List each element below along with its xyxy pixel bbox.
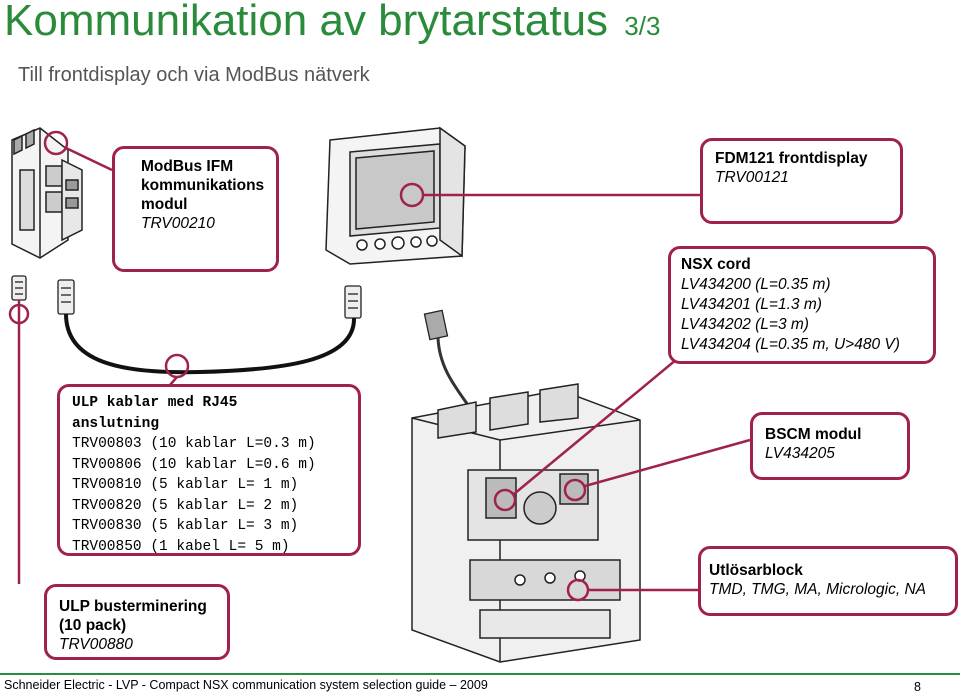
marker-bscm xyxy=(563,478,587,502)
ulp-cable xyxy=(64,313,357,375)
modbus-line1: ModBus IFM xyxy=(141,158,234,175)
ulp-cables-line1: ULP kablar med RJ45 xyxy=(72,395,238,411)
callout-ulp-terminator: ULP busterminering (10 pack) TRV00880 xyxy=(44,584,230,660)
modbus-ref: TRV00210 xyxy=(141,215,215,232)
page-number: 8 xyxy=(914,680,921,694)
ulp-cable-item: TRV00810 (5 kablar L= 1 m) xyxy=(72,477,299,493)
ulp-cable-item: TRV00820 (5 kablar L= 2 m) xyxy=(72,497,299,514)
nsx-cord-item: LV434202 (L=3 m) xyxy=(681,316,809,333)
trip-unit-name: Utlösarblock xyxy=(709,562,803,579)
ulp-cable-item: TRV00850 (1 kabel L= 5 m) xyxy=(72,538,290,555)
bscm-name: BSCM modul xyxy=(765,426,862,443)
callout-modbus-ifm: ModBus IFM kommunikations modul TRV00210 xyxy=(112,146,279,272)
ulp-term-ref: TRV00880 xyxy=(59,636,133,653)
ulp-cable-item: TRV00803 (10 kablar L=0.3 m) xyxy=(72,436,316,452)
title-main: Kommunikation av brytarstatus xyxy=(4,0,609,45)
ulp-cable-item: TRV00806 (10 kablar L=0.6 m) xyxy=(72,456,316,473)
modbus-line2: kommunikations xyxy=(141,177,265,194)
fdm-ref: TRV00121 xyxy=(715,169,789,186)
callout-bscm: BSCM modul LV434205 xyxy=(750,412,910,480)
callout-nsx-cord: NSX cord LV434200 (L=0.35 m) LV434201 (L… xyxy=(668,246,936,364)
modbus-line3: modul xyxy=(141,196,188,213)
circuit-breaker-image xyxy=(411,383,641,663)
rj45-connector-right xyxy=(344,285,362,319)
marker-ifm xyxy=(43,130,69,156)
bscm-ref: LV434205 xyxy=(765,445,835,462)
nsx-cord-item: LV434204 (L=0.35 m, U>480 V) xyxy=(681,336,900,353)
nsx-cord-item: LV434200 (L=0.35 m) xyxy=(681,276,831,293)
ulp-cables-line2: anslutning xyxy=(72,415,160,432)
footer-text: Schneider Electric - LVP - Compact NSX c… xyxy=(4,678,488,692)
nsx-cord-item: LV434201 (L=1.3 m) xyxy=(681,296,822,313)
page-title: Kommunikation av brytarstatus 3/3 xyxy=(4,0,660,46)
fdm121-display-image xyxy=(325,126,466,265)
rj45-connector-left xyxy=(11,275,27,301)
title-page-fraction: 3/3 xyxy=(624,11,661,41)
ulp-term-line2: (10 pack) xyxy=(59,617,127,634)
marker-nsx-cord xyxy=(493,488,517,512)
nsx-cord-name: NSX cord xyxy=(681,256,751,273)
callout-trip-unit: Utlösarblock TMD, TMG, MA, Micrologic, N… xyxy=(698,546,958,616)
footer-rule xyxy=(0,673,960,675)
modbus-ifm-module-image xyxy=(11,127,83,259)
rj45-connector-mid xyxy=(57,279,75,315)
page-subtitle: Till frontdisplay och via ModBus nätverk xyxy=(18,64,370,86)
callout-ulp-cables: ULP kablar med RJ45 anslutning TRV00803 … xyxy=(57,384,361,556)
trip-unit-ref: TMD, TMG, MA, Micrologic, NA xyxy=(709,581,927,598)
ulp-cable-item: TRV00830 (5 kablar L= 3 m) xyxy=(72,518,299,534)
callout-fdm121: FDM121 frontdisplay TRV00121 xyxy=(700,138,903,224)
fdm-name: FDM121 frontdisplay xyxy=(715,150,868,167)
ulp-term-line1: ULP busterminering xyxy=(59,598,207,615)
marker-ulp-terminator xyxy=(8,303,30,325)
